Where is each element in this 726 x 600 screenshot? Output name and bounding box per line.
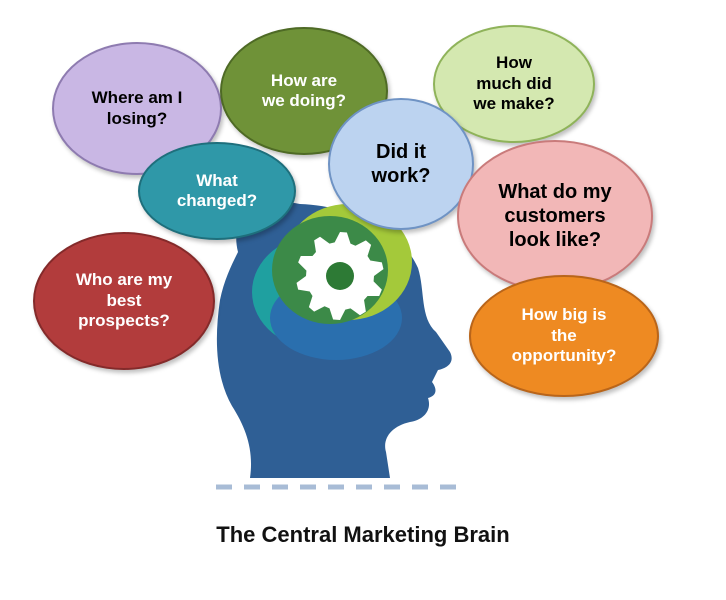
bubble-what-changed: What changed? bbox=[138, 142, 296, 240]
gear-hub bbox=[326, 262, 354, 290]
gear-icon bbox=[296, 232, 384, 320]
bubble-how-big-is-the-opportunity: How big is the opportunity? bbox=[469, 275, 659, 397]
bubble-how-much-did-we-make: How much did we make? bbox=[433, 25, 595, 143]
bubble-what-do-my-customers-look-like: What do my customers look like? bbox=[457, 140, 653, 292]
bubble-did-it-work: Did it work? bbox=[328, 98, 474, 230]
bubble-who-are-my-best-prospects: Who are my best prospects? bbox=[33, 232, 215, 370]
diagram-caption: The Central Marketing Brain bbox=[216, 522, 510, 547]
